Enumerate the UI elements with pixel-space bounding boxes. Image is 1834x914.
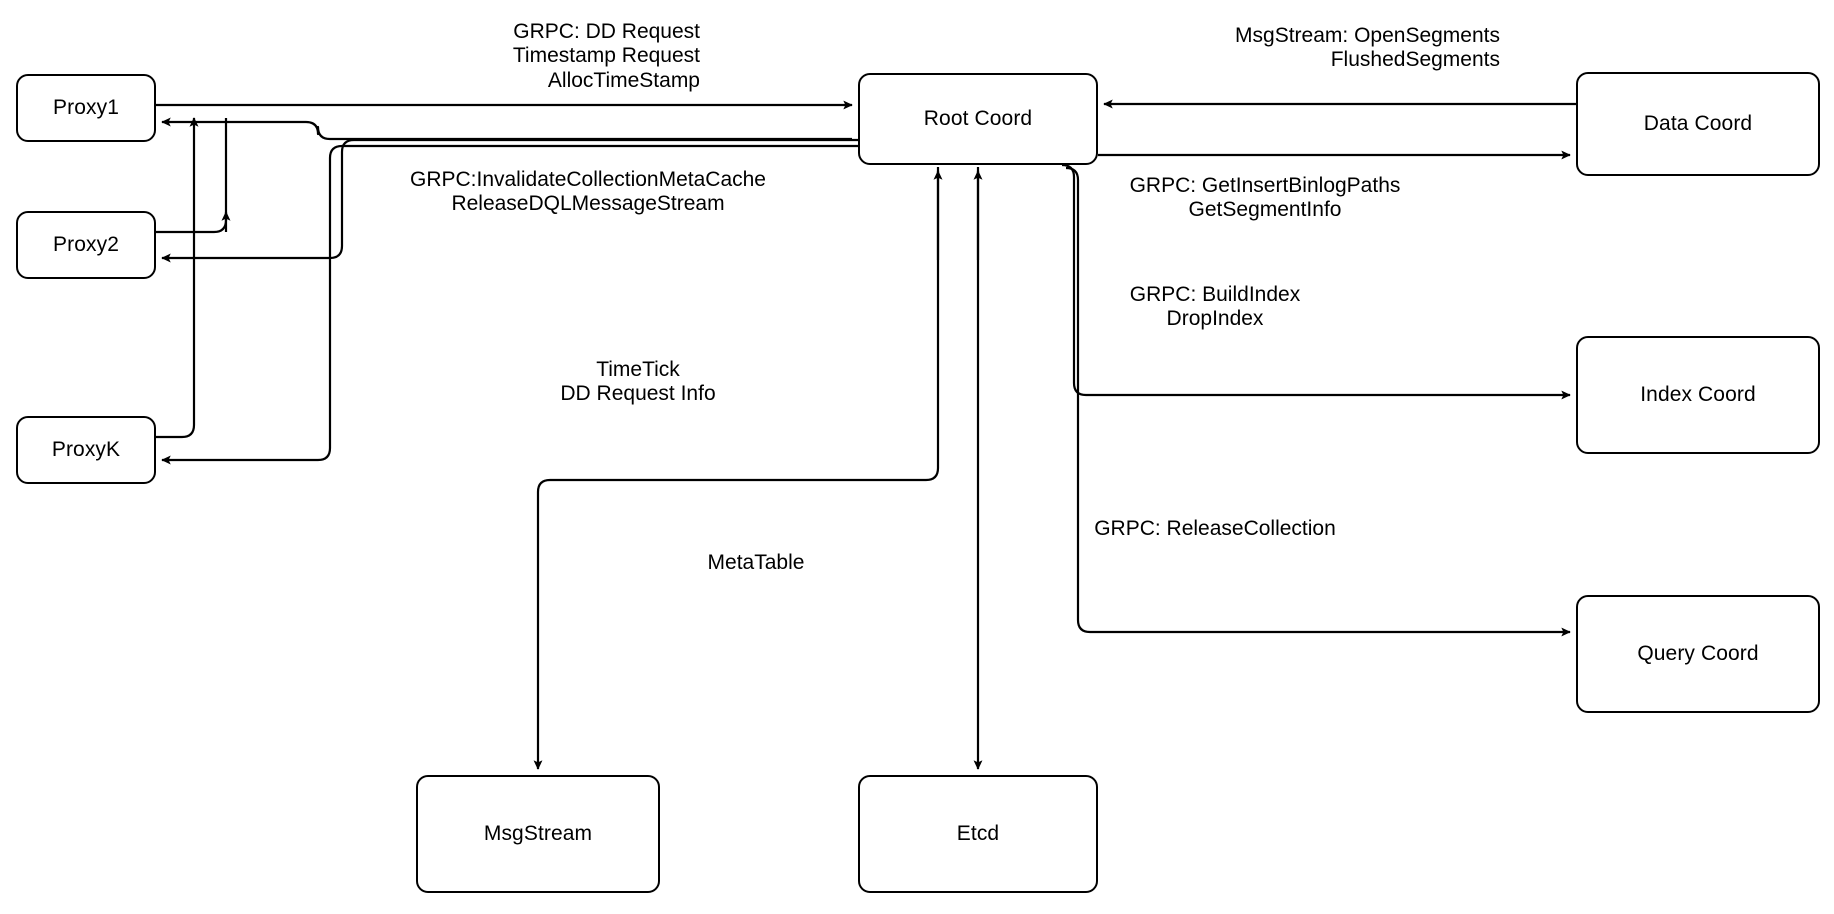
- node-label-etcd: Etcd: [956, 821, 1000, 845]
- connector-rootcoord-to-querycoord: [1065, 166, 1571, 637]
- edge-label-rootcoord-to-etcd: MetaTable: [676, 551, 836, 575]
- connector-proxy2-to-bus: [156, 211, 231, 234]
- edge-label-line: MsgStream: OpenSegments: [1235, 24, 1500, 47]
- edge-label-line: Timestamp Request: [512, 44, 700, 68]
- node-etcd[interactable]: Etcd: [858, 775, 1098, 893]
- edge-label-line: GRPC: BuildIndex: [1129, 283, 1301, 306]
- edge-label-line: MetaTable: [707, 551, 805, 574]
- node-msgstream[interactable]: MsgStream: [416, 775, 660, 893]
- node-proxy2[interactable]: Proxy2: [16, 211, 156, 279]
- node-query-coord[interactable]: Query Coord: [1576, 595, 1820, 713]
- edge-label-line: TimeTick: [596, 358, 680, 381]
- edge-label-rootcoord-to-querycoord: GRPC: ReleaseCollection: [1045, 517, 1385, 541]
- edge-label-line: GRPC: ReleaseCollection: [1094, 517, 1336, 540]
- node-label-data-coord: Data Coord: [1643, 111, 1753, 135]
- edge-label-line: DropIndex: [1166, 307, 1264, 331]
- edge-label-line: AllocTimeStamp: [547, 68, 700, 92]
- edge-label-line: GRPC: DD Request: [513, 20, 700, 43]
- node-proxy1[interactable]: Proxy1: [16, 74, 156, 142]
- edge-label-line: GRPC:InvalidateCollectionMetaCache: [409, 168, 766, 191]
- connector-rootcoord-to-proxy2: [161, 138, 858, 263]
- node-label-proxy1: Proxy1: [53, 95, 119, 119]
- node-root-coord[interactable]: Root Coord: [858, 73, 1098, 165]
- node-label-msgstream: MsgStream: [483, 821, 593, 845]
- connector-proxyk-to-bus: [156, 117, 199, 439]
- node-label-proxyk: ProxyK: [51, 437, 121, 461]
- edge-label-line: FlushedSegments: [1330, 48, 1500, 72]
- node-label-root-coord: Root Coord: [923, 106, 1033, 130]
- edge-label-line: GetSegmentInfo: [1188, 198, 1342, 222]
- edge-label-line: DD Request Info: [560, 382, 716, 406]
- node-label-proxy2: Proxy2: [53, 232, 119, 256]
- node-proxyk[interactable]: ProxyK: [16, 416, 156, 484]
- edge-label-line: ReleaseDQLMessageStream: [451, 192, 725, 216]
- node-label-index-coord: Index Coord: [1640, 382, 1756, 406]
- connector-rootcoord-to-proxyk: [161, 144, 858, 465]
- node-index-coord[interactable]: Index Coord: [1576, 336, 1820, 454]
- edge-label-line: GRPC: GetInsertBinlogPaths: [1129, 174, 1401, 197]
- connector-rootcoord-to-indexcoord: [1061, 163, 1571, 400]
- connector-rootcoord-to-proxy1: [161, 117, 852, 141]
- node-data-coord[interactable]: Data Coord: [1576, 72, 1820, 176]
- connector-rootcoord-to-msgstream: [533, 167, 940, 770]
- node-label-query-coord: Query Coord: [1637, 641, 1759, 665]
